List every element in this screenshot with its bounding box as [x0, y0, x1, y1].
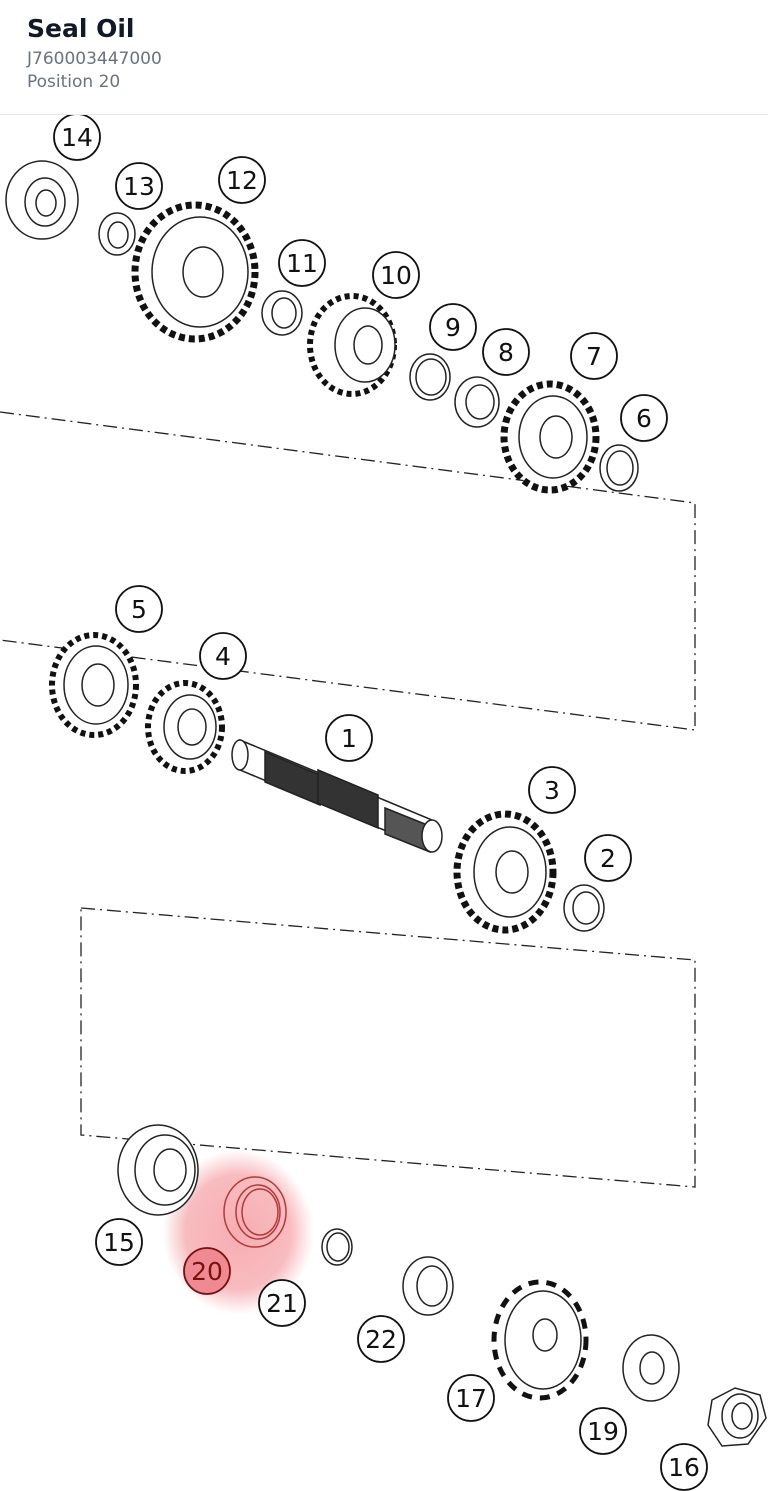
part-oring-21 — [321, 1228, 353, 1266]
part-gear-12 — [131, 201, 259, 343]
callout-12[interactable]: 12 — [218, 156, 266, 204]
svg-text:22: 22 — [365, 1325, 397, 1354]
parts — [5, 160, 767, 1447]
callout-16[interactable]: 16 — [660, 1443, 708, 1491]
part-bushing-11 — [261, 290, 303, 336]
part-header: Seal Oil J760003447000 Position 20 — [0, 0, 768, 115]
part-snap-ring-9 — [409, 353, 451, 401]
callout-8[interactable]: 8 — [482, 328, 530, 376]
callout-11[interactable]: 11 — [278, 239, 326, 287]
svg-text:15: 15 — [103, 1228, 135, 1257]
callout-20[interactable]: 20 — [183, 1247, 231, 1295]
part-bushing-8 — [454, 376, 500, 428]
exploded-parts-diagram: 14 13 12 11 10 9 8 7 — [0, 115, 767, 1491]
part-shaft-1 — [231, 738, 443, 854]
callout-13[interactable]: 13 — [115, 162, 163, 210]
svg-text:11: 11 — [286, 249, 318, 278]
callout-15[interactable]: 15 — [95, 1218, 143, 1266]
callout-19[interactable]: 19 — [579, 1407, 627, 1455]
part-sprocket-17 — [491, 1279, 589, 1401]
callout-22[interactable]: 22 — [357, 1315, 405, 1363]
svg-text:6: 6 — [636, 404, 652, 433]
callout-9[interactable]: 9 — [429, 303, 477, 351]
callouts: 14 13 12 11 10 9 8 7 — [53, 115, 708, 1491]
assembly-lines — [0, 411, 696, 1188]
part-bushing-22 — [402, 1256, 454, 1316]
callout-3[interactable]: 3 — [528, 766, 576, 814]
svg-text:4: 4 — [215, 642, 231, 671]
callout-1[interactable]: 1 — [325, 714, 373, 762]
part-position: Position 20 — [27, 72, 121, 92]
part-seal-oil-20[interactable] — [223, 1176, 287, 1248]
svg-text:19: 19 — [587, 1417, 619, 1446]
part-gear-10 — [307, 293, 397, 397]
svg-text:1: 1 — [341, 724, 357, 753]
callout-21[interactable]: 21 — [258, 1279, 306, 1327]
part-bearing-15 — [117, 1124, 199, 1216]
svg-text:7: 7 — [586, 342, 602, 371]
svg-text:16: 16 — [668, 1453, 700, 1482]
svg-text:2: 2 — [600, 844, 616, 873]
svg-text:10: 10 — [380, 261, 412, 290]
svg-text:14: 14 — [61, 123, 93, 152]
callout-7[interactable]: 7 — [570, 332, 618, 380]
callout-14[interactable]: 14 — [53, 115, 101, 161]
callout-4[interactable]: 4 — [199, 632, 247, 680]
svg-text:20: 20 — [191, 1257, 223, 1286]
callout-5[interactable]: 5 — [115, 585, 163, 633]
part-gear-7 — [500, 380, 600, 494]
part-nut-16 — [707, 1387, 767, 1447]
part-gear-3 — [453, 810, 557, 934]
part-gear-5 — [49, 632, 139, 738]
callout-6[interactable]: 6 — [620, 394, 668, 442]
svg-text:21: 21 — [266, 1289, 298, 1318]
part-gear-4 — [145, 680, 225, 774]
svg-text:5: 5 — [131, 595, 147, 624]
part-washer-13 — [98, 212, 136, 256]
svg-text:13: 13 — [123, 172, 155, 201]
svg-text:9: 9 — [445, 313, 461, 342]
svg-text:12: 12 — [226, 166, 258, 195]
part-bushing-2 — [563, 884, 605, 932]
part-bearing-14 — [5, 160, 79, 240]
part-lock-washer-19 — [622, 1334, 680, 1402]
svg-text:3: 3 — [544, 776, 560, 805]
part-washer-6 — [599, 444, 639, 492]
svg-text:17: 17 — [455, 1384, 487, 1413]
callout-17[interactable]: 17 — [447, 1374, 495, 1422]
svg-text:8: 8 — [498, 338, 514, 367]
callout-2[interactable]: 2 — [584, 834, 632, 882]
part-number: J760003447000 — [27, 49, 162, 69]
callout-10[interactable]: 10 — [372, 251, 420, 299]
part-title: Seal Oil — [27, 14, 135, 43]
